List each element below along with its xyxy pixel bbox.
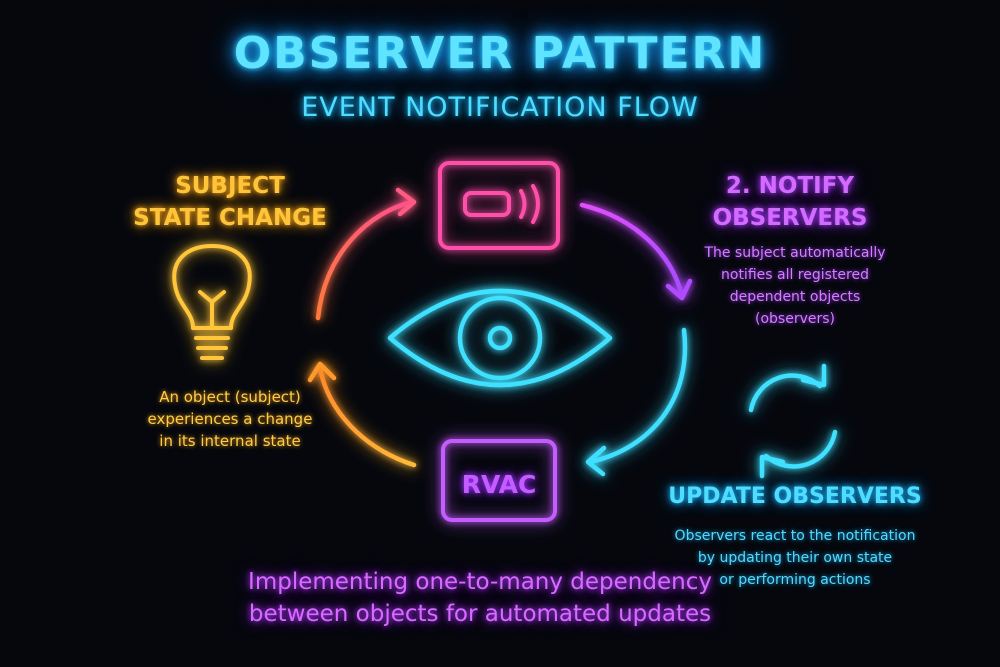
subject-step-title: SUBJECT STATE CHANGE — [133, 173, 327, 231]
update-step-title: UPDATE OBSERVERS — [668, 484, 922, 509]
rvac-box-label: RVAC — [461, 470, 537, 499]
page-subtitle: EVENT NOTIFICATION FLOW — [301, 92, 699, 123]
signal-device-icon — [438, 161, 560, 250]
notify-step-description: The subject automatically notifies all r… — [704, 245, 886, 327]
flow-arrow-left-top — [315, 187, 417, 321]
page-title: OBSERVER PATTERN — [233, 28, 767, 79]
eye-icon — [387, 288, 613, 388]
rvac-box-icon — [441, 439, 557, 522]
subject-step-description: An object (subject) experiences a change… — [147, 388, 313, 450]
flow-arrow-right-top — [579, 202, 693, 301]
flow-arrow-left-bottom — [307, 361, 417, 468]
footer-caption: Implementing one-to-many dependency betw… — [248, 569, 712, 627]
refresh-cycle-icon — [748, 363, 838, 479]
notify-step-title: 2. NOTIFY OBSERVERS — [712, 173, 868, 231]
lightbulb-icon — [172, 244, 252, 360]
update-step-description: Observers react to the notification by u… — [674, 528, 916, 588]
flow-arrow-right-bottom — [585, 327, 688, 477]
